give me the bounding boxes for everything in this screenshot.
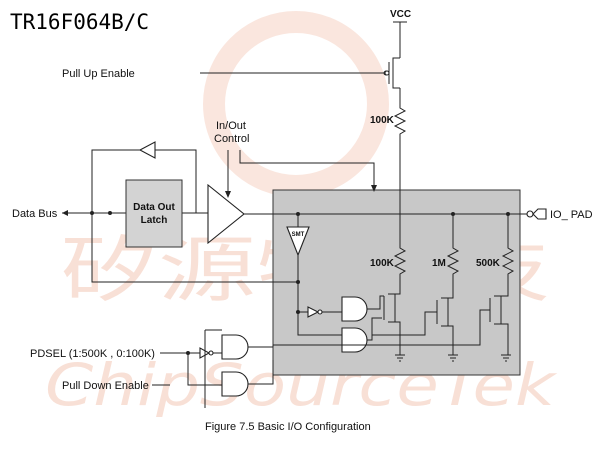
pulldown-resistor-100k [393, 214, 407, 290]
pulldown-resistor-1m [446, 214, 460, 293]
pull-up-enable-label: Pull Up Enable [62, 68, 135, 80]
latch-label-line1: Data Out [133, 202, 175, 213]
nmos-3 [273, 292, 509, 355]
pullup-pmos-bubble [384, 70, 390, 76]
pullup-resistor-label: 100K [370, 115, 395, 126]
nmos-2 [372, 293, 454, 355]
data-bus-arrow [62, 210, 68, 216]
ground-2 [448, 354, 458, 362]
ground-3 [501, 354, 511, 362]
latch-feedback-loop [91, 149, 208, 214]
figure-caption: Figure 7.5 Basic I/O Configuration [205, 421, 371, 433]
resistor-100k-label: 100K [370, 258, 395, 269]
inverter-1 [307, 306, 320, 318]
resistor-500k-label: 500K [476, 258, 501, 269]
io-pad-label: IO_ PAD [550, 209, 593, 221]
nmos-1 [383, 290, 401, 355]
smt-label: SMT [292, 232, 305, 238]
vcc-label: VCC [390, 9, 411, 20]
vcc-rail [393, 21, 407, 58]
io-cell-block [272, 189, 521, 376]
io-pad-connector [532, 208, 547, 220]
in-out-control-label-1: In/Out [216, 120, 246, 132]
and-gate-pulldown [221, 371, 249, 397]
and-gate-pdsel [221, 334, 249, 360]
pulldown-resistor-500k [501, 214, 515, 292]
and-gate-1 [341, 296, 368, 322]
in-out-control-label-2: Control [214, 133, 249, 145]
smt-buffer [286, 226, 310, 257]
data-bus-label: Data Bus [12, 208, 58, 220]
ground-1 [395, 354, 405, 362]
data-out-latch [125, 179, 183, 248]
feedback-buffer [138, 141, 156, 159]
document-title: TR16F064B/C [10, 10, 149, 34]
control-to-block-line [239, 150, 375, 188]
output-buffer [207, 183, 245, 245]
resistor-1m-label: 1M [432, 258, 446, 269]
pullup-resistor [393, 88, 407, 215]
pdsel-label: PDSEL (1:500K , 0:100K) [30, 348, 155, 360]
smt-to-bus-line [91, 213, 299, 283]
and-gate-2 [341, 327, 368, 353]
watermark-logo [203, 11, 389, 197]
pull-down-enable-label: Pull Down Enable [62, 380, 149, 392]
latch-label-line2: Latch [141, 215, 168, 226]
